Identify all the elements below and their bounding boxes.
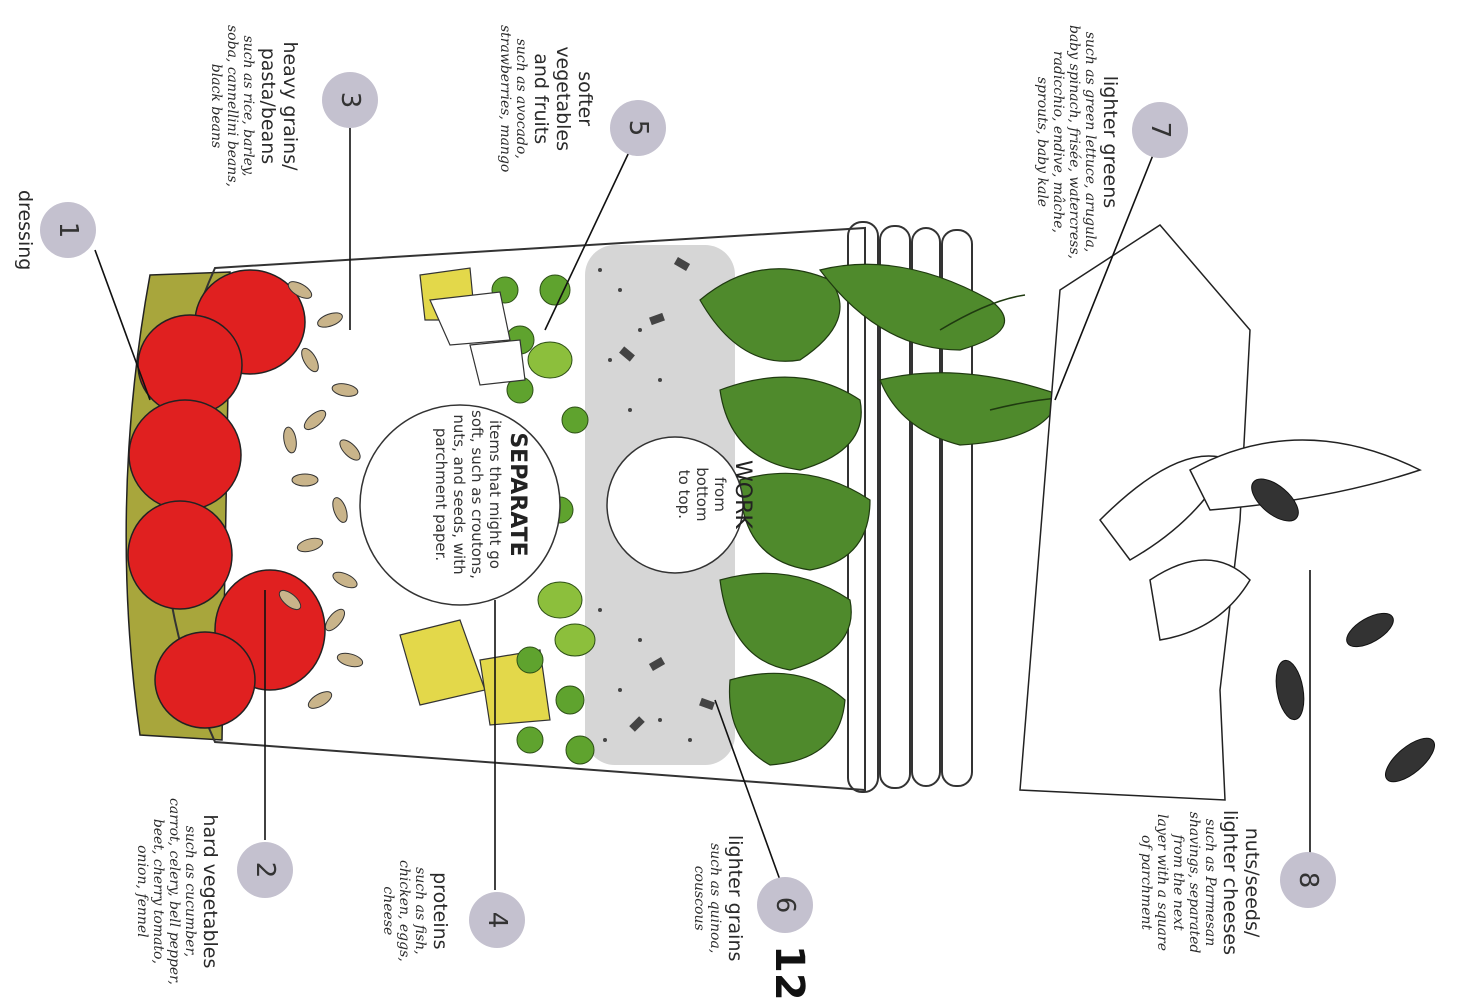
label-example: such as quinoa, <box>707 835 723 961</box>
work-line: from <box>711 460 729 529</box>
label-title: vegetables <box>551 25 573 172</box>
sunflower-seeds <box>1245 471 1442 789</box>
badge-5-number: 5 <box>623 120 653 137</box>
label-title: pasta/beans <box>256 25 278 187</box>
label-title: and fruits <box>529 25 551 172</box>
label-example: layer with a square <box>1154 810 1170 955</box>
label-softer-vegetables: softer vegetables and fruits such as avo… <box>497 25 595 172</box>
label-example: black beans <box>208 25 224 187</box>
label-title: softer <box>573 25 595 172</box>
label-title: lighter cheeses <box>1218 810 1240 955</box>
label-example: chicken, eggs, <box>396 860 412 962</box>
badge-7: 7 <box>1132 102 1188 158</box>
work-note: WORK from bottom to top. <box>675 460 755 529</box>
separate-note: SEPARATE items that might go soft, such … <box>432 410 530 579</box>
label-dressing: dressing <box>13 190 35 270</box>
label-hard-vegetables: hard vegetables such as cucumber, carrot… <box>134 798 220 985</box>
badge-8-number: 8 <box>1293 872 1323 889</box>
label-example: from the next <box>1170 810 1186 955</box>
label-example: onion, fennel <box>134 798 150 985</box>
label-example: such as fish, <box>412 860 428 962</box>
label-example: baby spinach, frisée, watercress, <box>1066 25 1082 259</box>
label-title: dressing <box>13 190 35 270</box>
separate-line: items that might go <box>486 410 504 579</box>
badge-2: 2 <box>237 842 293 898</box>
label-lighter-greens: lighter greens such as green lettuce, ar… <box>1034 25 1120 259</box>
separate-line: soft, such as croutons, <box>468 410 486 579</box>
label-example: strawberries, mango <box>497 25 513 172</box>
work-line: bottom <box>693 460 711 529</box>
label-heavy-grains: heavy grains/ pasta/beans such as rice, … <box>208 25 300 187</box>
label-example: carrot, celery, bell pepper, <box>166 798 182 985</box>
label-example: shavings, separated <box>1186 810 1202 955</box>
badge-6: 6 <box>757 877 813 933</box>
badge-5: 5 <box>610 100 666 156</box>
label-example: cheese <box>380 860 396 962</box>
label-example: such as rice, barley, <box>240 25 256 187</box>
label-example: couscous <box>691 835 707 961</box>
badge-3-number: 3 <box>335 92 365 109</box>
badge-3: 3 <box>322 72 378 128</box>
label-title: lighter grains <box>723 835 745 961</box>
badge-4-number: 4 <box>482 912 512 929</box>
separate-line: parchment paper. <box>432 410 450 579</box>
label-title: proteins <box>428 860 450 962</box>
label-title: hard vegetables <box>198 798 220 985</box>
label-example: such as cucumber, <box>182 798 198 985</box>
label-example: of parchment <box>1138 810 1154 955</box>
label-example: beet, cherry tomato, <box>150 798 166 985</box>
badge-7-number: 7 <box>1145 122 1175 139</box>
separate-heading: SEPARATE <box>504 410 530 579</box>
label-title: nuts/seeds/ <box>1240 810 1262 955</box>
work-heading: WORK <box>729 460 755 529</box>
label-example: soba, cannellini beans, <box>224 25 240 187</box>
label-title: lighter greens <box>1098 25 1120 259</box>
badge-1: 1 <box>40 202 96 258</box>
badge-1-number: 1 <box>53 222 83 239</box>
badge-6-number: 6 <box>770 897 800 914</box>
label-nuts-seeds-cheeses: nuts/seeds/ lighter cheeses such as Parm… <box>1138 810 1262 955</box>
label-example: such as green lettuce, arugula, <box>1082 25 1098 259</box>
page-number: 12 <box>766 945 812 1001</box>
badge-2-number: 2 <box>250 862 280 879</box>
label-title: heavy grains/ <box>278 25 300 187</box>
separate-line: nuts, and seeds, with <box>450 410 468 579</box>
work-line: to top. <box>675 460 693 529</box>
badge-8: 8 <box>1280 852 1336 908</box>
label-lighter-grains: lighter grains such as quinoa, couscous <box>691 835 745 961</box>
label-example: radicchio, endive, mâche, <box>1050 25 1066 259</box>
label-proteins: proteins such as fish, chicken, eggs, ch… <box>380 860 450 962</box>
label-example: sprouts, baby kale <box>1034 25 1050 259</box>
label-example: such as Parmesan <box>1202 810 1218 955</box>
label-example: such as avocado, <box>513 25 529 172</box>
badge-4: 4 <box>469 892 525 948</box>
parchment-and-cheese <box>1020 225 1420 800</box>
